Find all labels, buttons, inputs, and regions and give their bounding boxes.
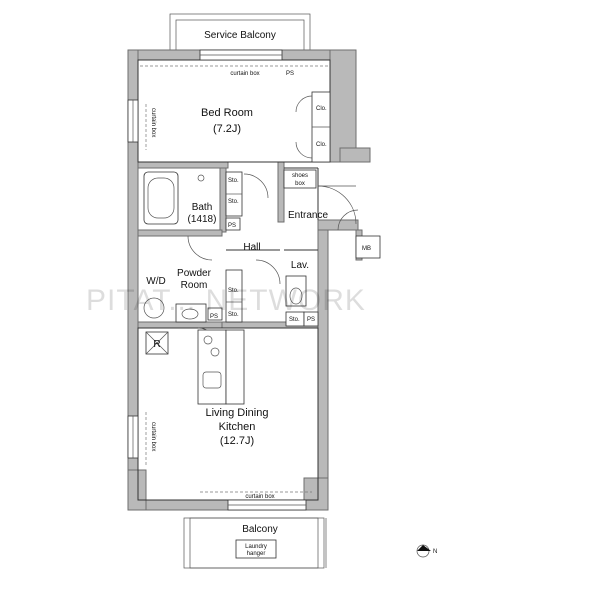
powder-room-label-2: Room [181,280,208,291]
ldk-label-2: Kitchen [219,421,256,433]
sto-label-3: Sto. [228,288,239,294]
curtain-box-label-top: curtain box [230,71,259,77]
compass-north-label: N [433,549,437,555]
meter-box [355,235,381,259]
sto-label-2: Sto. [228,199,239,205]
ps-label-powder: PS [210,314,218,320]
entrance-doors [317,185,359,231]
shoes-box [283,169,317,189]
bathtub [143,171,205,225]
curtain-box-label-bottom: curtain box [245,494,274,500]
bed-room-label: Bed Room [201,107,253,119]
washer [143,297,165,319]
hall-label: Hall [243,242,260,253]
bath-label: Bath [192,202,213,213]
lav-label: Lav. [291,260,309,271]
ps-label-lav: PS [307,317,315,323]
laundry-hanger-label-1: Laundry [245,544,267,550]
entrance-label: Entrance [288,210,328,221]
powder-basin [175,303,207,323]
ps-label-top: PS [286,71,294,77]
bath-size: (1418) [188,214,217,225]
refrigerator [145,331,169,355]
refrigerator-label: R [153,339,160,350]
compass: N [416,544,437,558]
service-balcony-label: Service Balcony [204,30,276,41]
curtain-box-label-ldk: curtain box [150,422,156,451]
balcony-label: Balcony [242,524,278,535]
closet [295,91,331,163]
ldk-size: (12.7J) [220,435,254,447]
closet-label-1: Clo. [316,106,327,112]
toilet [285,275,307,307]
curtain-box-label-bed: curtain box [150,108,156,137]
windows [127,49,307,511]
closet-label-2: Clo. [316,142,327,148]
ldk-label-1: Living Dining [206,407,269,419]
bed-room-size: (7.2J) [213,123,241,135]
kitchen-counter [197,329,245,405]
powder-room-label-1: Powder [177,268,212,279]
sto-label-4: Sto. [228,312,239,318]
balcony-area [183,517,327,569]
wd-label: W/D [146,276,165,287]
ps-label-bath: PS [228,223,236,229]
watermark: PITAT... NETWORK [86,284,366,317]
shoes-box-label-2: box [295,181,305,187]
laundry-hanger-label-2: hanger [247,551,266,557]
storage [207,171,319,327]
sto-label-5: Sto. [289,317,300,323]
shoes-box-label-1: shoes [292,173,308,179]
mb-label: MB [362,246,371,252]
sto-label-1: Sto. [228,178,239,184]
